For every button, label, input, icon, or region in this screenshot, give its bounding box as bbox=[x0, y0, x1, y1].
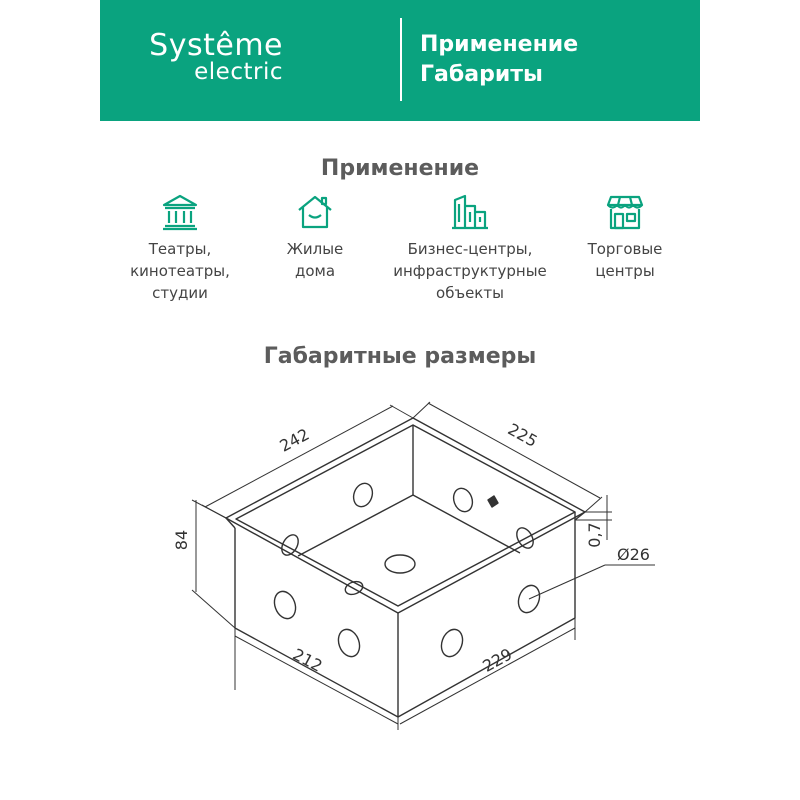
header-banner: Systême electric Применение Габариты bbox=[100, 0, 700, 121]
business-center-icon bbox=[452, 194, 488, 230]
application-label: Жилые дома bbox=[286, 240, 344, 280]
dimension-thickness: 0,7 bbox=[585, 522, 604, 547]
banner-title-application: Применение bbox=[420, 32, 579, 57]
application-label: Театры, кинотеатры, студии bbox=[130, 240, 230, 302]
banner-titles: Применение Габариты bbox=[420, 30, 578, 90]
dimension-depth-bottom: 229 bbox=[479, 644, 515, 675]
application-item: Торговые центры bbox=[560, 192, 690, 282]
application-label: Торговые центры bbox=[587, 240, 663, 280]
dimension-width-bottom: 212 bbox=[290, 645, 326, 676]
banner-divider bbox=[400, 18, 402, 101]
dimension-width-top: 242 bbox=[276, 425, 312, 456]
banner-title-dimensions: Габариты bbox=[420, 62, 543, 87]
application-item: Театры, кинотеатры, студии bbox=[105, 192, 255, 304]
shop-icon bbox=[606, 195, 644, 230]
application-label: Бизнес-центры, инфраструктурные объекты bbox=[393, 240, 547, 302]
dimension-height: 84 bbox=[172, 530, 191, 550]
box-drawing: 242 225 84 0,7 Ø26 212 229 bbox=[172, 401, 655, 730]
application-item: Жилые дома bbox=[255, 192, 375, 282]
theater-icon bbox=[162, 194, 198, 231]
application-heading: Применение bbox=[320, 156, 480, 181]
application-item: Бизнес-центры, инфраструктурные объекты bbox=[380, 192, 560, 304]
dimension-depth-top: 225 bbox=[505, 419, 541, 450]
brand-name: Systême bbox=[149, 28, 283, 63]
application-list: Театры, кинотеатры, студии Жилые дома bbox=[0, 192, 800, 322]
dimensions-heading: Габаритные размеры bbox=[263, 344, 537, 369]
dimension-hole-diameter: Ø26 bbox=[617, 545, 650, 564]
brand-subname: electric bbox=[194, 59, 283, 85]
house-icon bbox=[298, 195, 332, 229]
